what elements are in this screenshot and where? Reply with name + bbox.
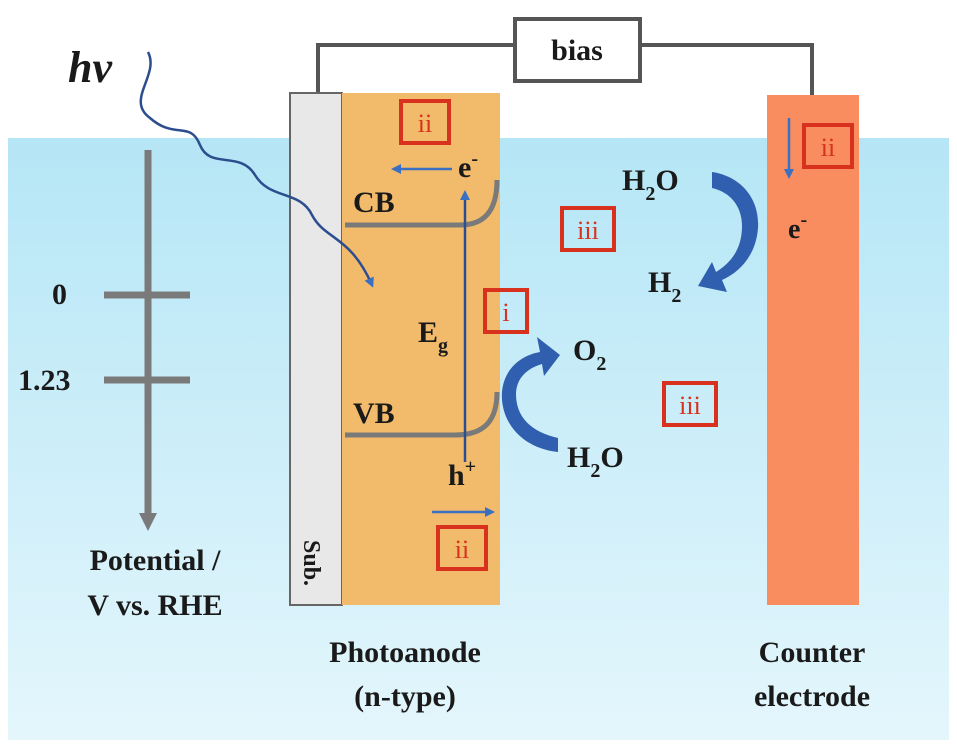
potential-tick-water-label: 1.23 — [18, 364, 71, 397]
light-wave — [139, 51, 374, 288]
potential-tick-zero-label: 0 — [52, 278, 67, 311]
cathode-reactant-label: H2O — [622, 164, 679, 205]
anode-reactant-label: H2O — [567, 441, 624, 482]
vb-label: VB — [353, 397, 395, 430]
cathode-reaction-arrow — [698, 172, 759, 292]
step-transport-box-counter: ii — [802, 123, 854, 169]
cathode-electron-label: e- — [788, 209, 807, 245]
photoanode — [342, 93, 500, 605]
cathode-product-label: H2 — [648, 266, 681, 307]
svg-text:ii: ii — [821, 133, 835, 162]
anode-reaction-arrow — [501, 337, 560, 452]
valence-band — [345, 391, 500, 438]
potential-axis-title-line2: V vs. RHE — [87, 589, 222, 622]
step-surface-box-cathode: iii — [560, 206, 616, 252]
step-surface-box-anode: iii — [662, 381, 718, 427]
svg-text:ii: ii — [455, 535, 469, 564]
band-gap-label: Eg — [418, 316, 448, 357]
substrate — [289, 92, 343, 606]
svg-text:ii: ii — [418, 109, 432, 138]
bias-box — [513, 17, 642, 83]
step-transport-box-top: ii — [399, 99, 451, 145]
photoanode-title-line1: Photoanode — [329, 636, 481, 669]
step-absorption-box: i — [483, 288, 529, 334]
svg-text:iii: iii — [679, 391, 701, 420]
substrate-label: Sub. — [298, 540, 324, 586]
svg-text:i: i — [502, 298, 509, 327]
cb-label: CB — [353, 186, 395, 219]
anode-product-label: O2 — [573, 334, 606, 375]
counter-electrode-title-line2: electrode — [754, 680, 870, 713]
counter-electrode — [767, 95, 859, 605]
step-transport-box-bottom: ii — [436, 525, 488, 571]
light-label: hv — [68, 43, 112, 92]
potential-axis-title-line1: Potential / — [90, 544, 221, 577]
counter-electrode-title-line1: Counter — [759, 636, 866, 669]
hole-label: h+ — [448, 456, 476, 492]
svg-text:iii: iii — [577, 216, 599, 245]
conduction-band — [345, 179, 500, 228]
electron-label: e- — [458, 148, 478, 184]
bias-wire — [316, 43, 814, 95]
bias-label: bias — [551, 34, 603, 67]
photoanode-title-line2: (n-type) — [354, 680, 456, 713]
